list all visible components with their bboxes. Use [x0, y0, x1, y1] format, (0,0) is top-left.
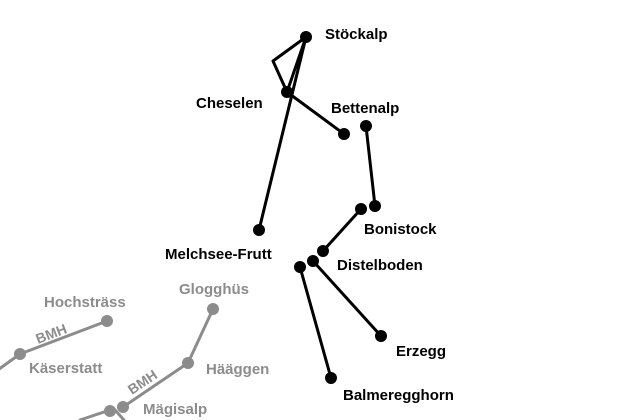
station-dot-glogghus[interactable] — [207, 303, 219, 315]
lift-line-distelboden-balmeregghorn[interactable] — [298, 265, 333, 380]
label-cheselen[interactable]: Cheselen — [196, 95, 263, 112]
station-dot-kaserstatt[interactable] — [14, 348, 26, 360]
label-bettenalp[interactable]: Bettenalp — [331, 100, 399, 117]
station-dot-distelboden-c[interactable] — [294, 261, 306, 273]
lift-line-haggen-magisalp[interactable] — [121, 361, 190, 409]
label-stockalp[interactable]: Stöckalp — [325, 26, 388, 43]
label-erzegg[interactable]: Erzegg — [396, 343, 446, 360]
label-balmeregghorn[interactable]: Balmeregghorn — [343, 387, 454, 404]
station-dot-distelboden-b[interactable] — [307, 255, 319, 267]
lift-line-cheselen-bettenalp[interactable] — [285, 90, 346, 136]
label-bonistock[interactable]: Bonistock — [364, 221, 437, 238]
line-tags: BMH BMH — [33, 320, 160, 397]
lift-line-stockalp-melchsee-frutt[interactable] — [257, 35, 308, 232]
station-dot-magisalp-b[interactable] — [104, 405, 116, 417]
lift-line-glogghus-haggen[interactable] — [186, 307, 215, 365]
label-haggen[interactable]: Hääggen — [206, 361, 269, 378]
label-melchsee-frutt[interactable]: Melchsee-Frutt — [165, 246, 272, 263]
station-dot-hochstrass[interactable] — [101, 315, 113, 327]
label-distelboden[interactable]: Distelboden — [337, 257, 423, 274]
active-station-labels: Stöckalp Cheselen Bettenalp Bonistock Me… — [165, 26, 454, 404]
lift-line-bettenalp-bonistock[interactable] — [364, 124, 377, 208]
station-dot-bonistock-a[interactable] — [355, 203, 367, 215]
lift-line-kaserstatt-hochstrass[interactable] — [18, 319, 109, 356]
station-dot-magisalp-a[interactable] — [117, 401, 129, 413]
station-dot-bettenalp-upper[interactable] — [360, 120, 372, 132]
label-hochstrass[interactable]: Hochsträss — [44, 294, 126, 311]
inactive-stations — [14, 303, 219, 417]
active-stations — [253, 31, 387, 384]
station-dot-haggen[interactable] — [182, 357, 194, 369]
station-dot-balmeregghorn[interactable] — [325, 372, 337, 384]
label-kaserstatt[interactable]: Käserstatt — [29, 360, 102, 377]
inactive-station-labels: Hochsträss Käserstatt Glogghüs Hääggen M… — [29, 281, 269, 418]
station-dot-bettenalp-lower[interactable] — [338, 128, 350, 140]
lift-line-magisalp-offmap-down[interactable] — [113, 408, 126, 420]
station-dot-distelboden-a[interactable] — [317, 245, 329, 257]
lift-line-bonistock-distelboden[interactable] — [321, 207, 363, 253]
station-dot-melchsee-frutt[interactable] — [253, 224, 265, 236]
label-glogghus[interactable]: Glogghüs — [179, 281, 249, 298]
station-dot-bonistock-b[interactable] — [369, 200, 381, 212]
station-dot-stockalp[interactable] — [300, 31, 312, 43]
lift-line-distelboden-erzegg[interactable] — [311, 259, 383, 338]
label-magisalp[interactable]: Mägisalp — [143, 401, 207, 418]
station-dot-erzegg[interactable] — [375, 330, 387, 342]
station-dot-cheselen[interactable] — [281, 86, 293, 98]
